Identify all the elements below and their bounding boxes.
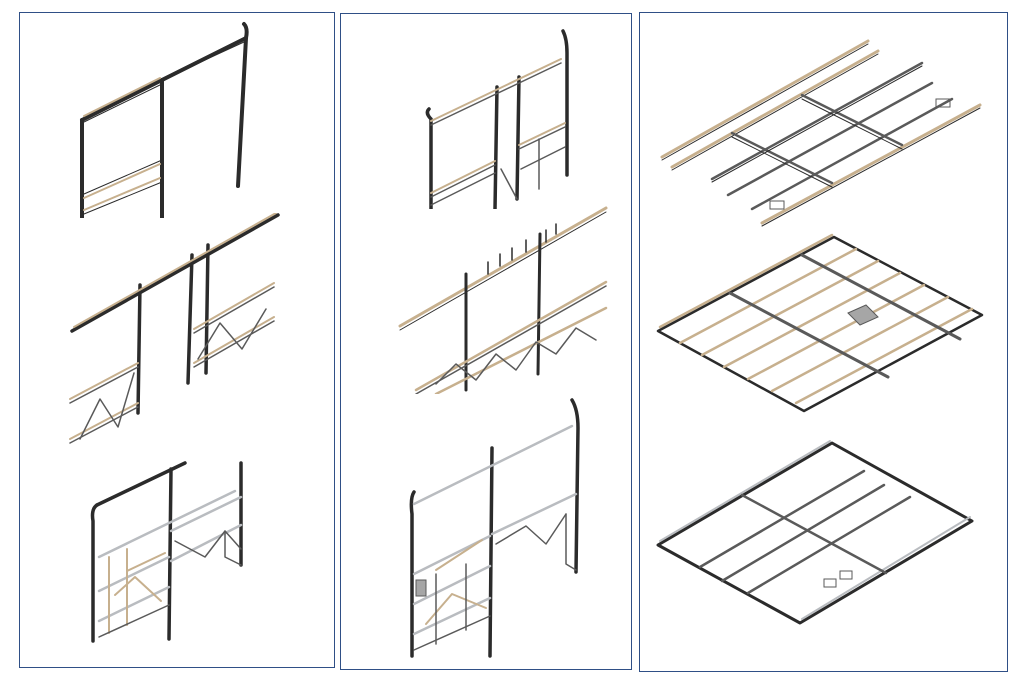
partition-frame-stage-3 (75, 461, 275, 646)
floor-frame-stage-3 (652, 433, 992, 633)
panel-partition-frames (19, 12, 335, 668)
floor-frame-stage-2 (652, 233, 992, 423)
panel-floor-frames (639, 12, 1008, 672)
panel-side-wall-frames (340, 13, 632, 670)
partition-frame-stage-1 (60, 18, 290, 218)
side-wall-frame-stage-3 (396, 394, 596, 664)
partition-frame-stage-2 (60, 213, 290, 453)
side-wall-frame-stage-1 (411, 29, 581, 209)
floor-frame-stage-1 (652, 33, 992, 233)
side-wall-frame-stage-2 (396, 204, 616, 394)
